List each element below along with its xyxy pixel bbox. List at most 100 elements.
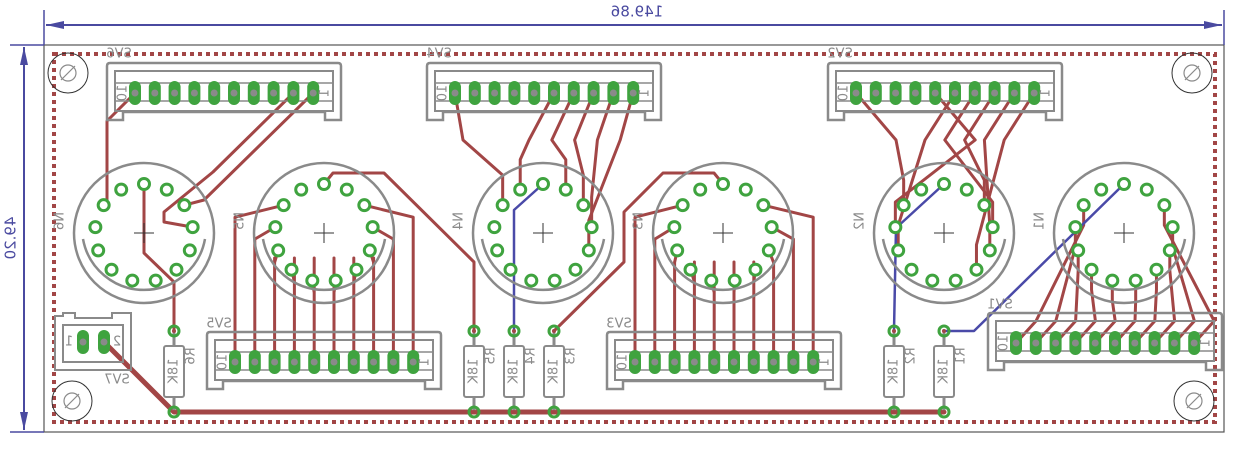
trace	[752, 260, 757, 364]
pad-drill	[251, 358, 259, 366]
connector-outline	[986, 311, 1224, 372]
tube-pin-pad	[137, 177, 151, 191]
pad-drill	[1032, 339, 1040, 347]
tube-pin-pad	[547, 273, 562, 288]
trace-top	[512, 182, 545, 333]
dimension-arrow	[1204, 21, 1222, 29]
trace	[1093, 279, 1117, 345]
pin-label: 10	[216, 354, 231, 371]
tube-pin-pad	[490, 243, 505, 258]
pad-drill	[370, 358, 378, 366]
tube-pin-pad	[339, 182, 354, 197]
tube-pin-pad	[349, 262, 364, 277]
tube-pin-pad	[891, 243, 906, 258]
tube-pin-pad	[716, 177, 730, 191]
pad-drill	[210, 89, 218, 97]
trace	[689, 260, 696, 364]
mounting-hole	[51, 380, 93, 422]
tube-pin-pad	[1128, 273, 1143, 288]
pad-drill	[231, 358, 239, 366]
trace	[322, 171, 476, 333]
restrict-border	[52, 52, 1217, 424]
tube-pin-pad	[576, 198, 591, 213]
resistor-pad	[167, 324, 181, 338]
tube-outline	[872, 161, 1016, 305]
trace	[943, 91, 995, 229]
pad-drill	[131, 89, 139, 97]
tube-pin-pad	[1117, 177, 1131, 191]
pin-label: 1	[1039, 89, 1054, 97]
pad-drill	[651, 358, 659, 366]
tube-label: N3	[632, 212, 647, 230]
tube-pin-pad	[568, 262, 583, 277]
resistor-label: R3	[564, 347, 579, 364]
trace	[233, 203, 286, 364]
trace	[587, 91, 635, 252]
resistor-pad	[937, 405, 951, 419]
tube-pin-pad	[357, 198, 372, 213]
pad-drill	[872, 89, 880, 97]
resistor-pad	[167, 405, 181, 419]
tube-pin-pad	[982, 243, 997, 258]
trace	[1171, 225, 1196, 345]
pad-drill	[629, 89, 637, 97]
connector-label: SV1	[987, 298, 1012, 313]
pad-drill	[671, 358, 679, 366]
pad-drill	[770, 358, 778, 366]
pad-drill	[250, 89, 258, 97]
resistor-body	[933, 345, 955, 398]
pad-drill	[1111, 339, 1119, 347]
mounting-hole-mark	[1184, 65, 1200, 81]
tube-pin-pad	[738, 182, 753, 197]
tube-pin-pad	[896, 198, 911, 213]
tube-pin-pad	[667, 220, 682, 235]
pad-drill	[931, 89, 939, 97]
tube-label: N6	[53, 212, 68, 230]
pad-drill	[911, 89, 919, 97]
pad-drill	[79, 338, 87, 346]
connector-inner	[434, 70, 654, 112]
pad-drill	[409, 358, 417, 366]
pin-label: 10	[116, 85, 131, 102]
tube-pin-pad	[1139, 182, 1154, 197]
tube-pin-pad	[125, 273, 140, 288]
dimension-height-label: 49.20	[2, 217, 20, 260]
resistor-label: R4	[524, 347, 539, 364]
pad-drill	[271, 358, 279, 366]
tube-pin-pad	[513, 182, 528, 197]
tube-pin-pad	[670, 243, 685, 258]
pad-drill	[1131, 339, 1139, 347]
pad-drill	[570, 89, 578, 97]
tube-pin-pad	[693, 182, 708, 197]
resistor-value: 18K	[507, 358, 522, 384]
tube-outline	[72, 161, 216, 305]
tube-pin-pad	[748, 262, 763, 277]
mounting-hole	[47, 52, 89, 94]
tube-pin-pad	[182, 243, 197, 258]
resistor-label: R2	[904, 347, 919, 364]
pad-drill	[730, 358, 738, 366]
pad-drill	[1052, 339, 1060, 347]
pad-drill	[892, 410, 896, 414]
resistor-pad	[887, 324, 901, 338]
pad-drill	[471, 89, 479, 97]
pad-drill	[690, 358, 698, 366]
tube-pin-pad	[948, 273, 963, 288]
trace	[1113, 279, 1138, 345]
tube-key-arc	[660, 238, 786, 292]
pad-drill	[309, 89, 317, 97]
tube-pin-pad	[365, 220, 380, 235]
pin-label: 1	[638, 89, 653, 97]
tube-pin-pad	[1076, 198, 1091, 213]
tube-pin-pad	[177, 198, 192, 213]
connector-label: SV2	[827, 47, 852, 62]
pad-drill	[971, 89, 979, 97]
connector-inner	[835, 70, 1055, 112]
tube-pin-pad	[764, 220, 779, 235]
pad-drill	[789, 358, 797, 366]
dimension-arrow	[20, 47, 28, 65]
pad-drill	[472, 329, 476, 333]
pad-drill	[171, 89, 179, 97]
tube-pin-pad	[704, 273, 719, 288]
tube-pin-pad	[185, 220, 200, 235]
